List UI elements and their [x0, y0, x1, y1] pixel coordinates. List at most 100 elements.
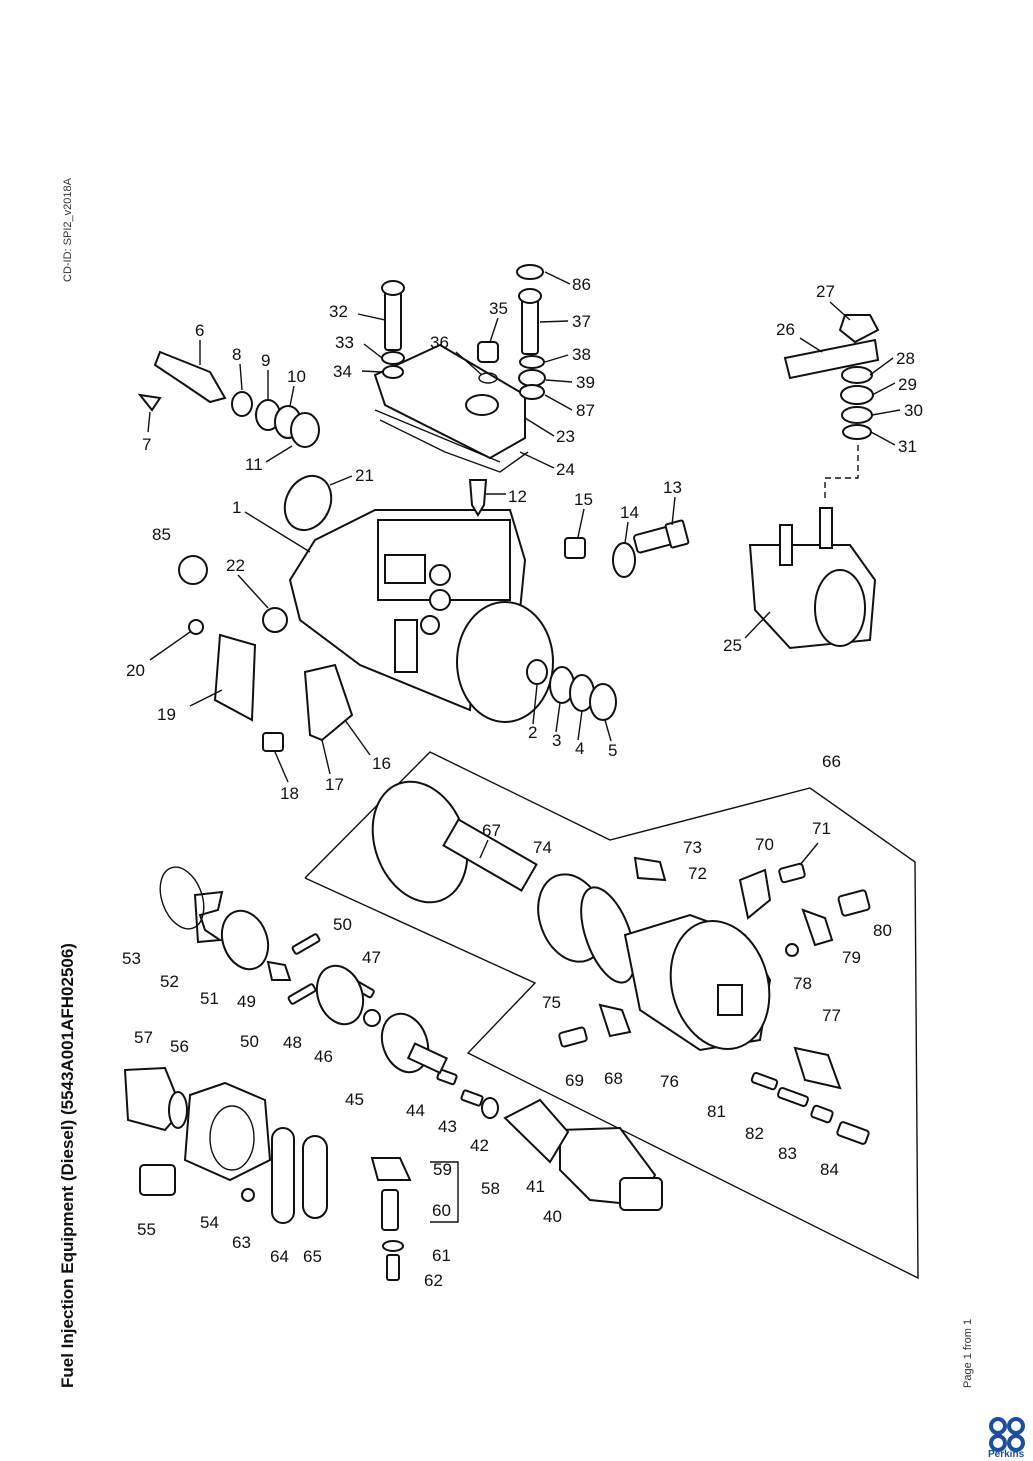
callout-80: 80 — [873, 921, 892, 940]
callout-47: 47 — [362, 948, 381, 967]
callout-5: 5 — [608, 741, 617, 760]
callout-7: 7 — [142, 435, 151, 454]
brand-name: Perkins — [988, 1449, 1025, 1460]
callout-63: 63 — [232, 1233, 251, 1252]
callout-36: 36 — [430, 333, 449, 352]
callout-19: 19 — [157, 705, 176, 724]
callout-29: 29 — [898, 375, 917, 394]
callout-8: 8 — [232, 345, 241, 364]
callout-6: 6 — [195, 321, 204, 340]
callout-50a: 50 — [333, 915, 352, 934]
callout-39: 39 — [576, 373, 595, 392]
callout-labels: 1 2 3 4 5 6 7 8 9 10 11 12 13 14 15 16 1… — [122, 275, 923, 1290]
callout-76: 76 — [660, 1072, 679, 1091]
callout-25: 25 — [723, 636, 742, 655]
callout-30: 30 — [904, 401, 923, 420]
callout-83: 83 — [778, 1144, 797, 1163]
callout-22: 22 — [226, 556, 245, 575]
callout-87: 87 — [576, 401, 595, 420]
callout-79: 79 — [842, 948, 861, 967]
callout-78: 78 — [793, 974, 812, 993]
callout-42: 42 — [470, 1136, 489, 1155]
callout-43: 43 — [438, 1117, 457, 1136]
callout-40: 40 — [543, 1207, 562, 1226]
callout-72: 72 — [688, 864, 707, 883]
callout-62: 62 — [424, 1271, 443, 1290]
callout-34: 34 — [333, 362, 352, 381]
callout-54: 54 — [200, 1213, 219, 1232]
callout-11: 11 — [245, 455, 263, 474]
group-66-outline — [304, 751, 919, 1280]
callout-9: 9 — [261, 351, 270, 370]
callout-49: 49 — [237, 992, 256, 1011]
callout-53: 53 — [122, 949, 141, 968]
callout-21: 21 — [355, 466, 374, 485]
callout-51: 51 — [200, 989, 219, 1008]
callout-50b: 50 — [240, 1032, 259, 1051]
callout-32: 32 — [329, 302, 348, 321]
callout-69: 69 — [565, 1071, 584, 1090]
callout-64: 64 — [270, 1247, 289, 1266]
callout-41: 41 — [526, 1177, 545, 1196]
callout-58: 58 — [481, 1179, 500, 1198]
perkins-logo-icon — [989, 1417, 1025, 1452]
callout-12: 12 — [508, 487, 527, 506]
callout-35: 35 — [489, 299, 508, 318]
callout-1: 1 — [232, 498, 241, 517]
callout-10: 10 — [287, 367, 306, 386]
callout-16: 16 — [372, 754, 391, 773]
callout-15: 15 — [574, 490, 593, 509]
callout-61: 61 — [432, 1246, 451, 1265]
callout-73: 73 — [683, 838, 702, 857]
callout-57: 57 — [134, 1028, 153, 1047]
callout-2: 2 — [528, 723, 537, 742]
callout-31: 31 — [898, 437, 917, 456]
callout-27: 27 — [816, 282, 835, 301]
callout-70: 70 — [755, 835, 774, 854]
callout-23: 23 — [556, 427, 575, 446]
callout-48: 48 — [283, 1033, 302, 1052]
o-ring-21 — [283, 474, 333, 532]
callout-38: 38 — [572, 345, 591, 364]
callout-13: 13 — [663, 478, 682, 497]
callout-3: 3 — [552, 731, 561, 750]
callout-59: 59 — [433, 1160, 452, 1179]
callout-14: 14 — [620, 503, 639, 522]
callout-44: 44 — [406, 1101, 425, 1120]
callout-28: 28 — [896, 349, 915, 368]
callout-56: 56 — [170, 1037, 189, 1056]
callout-65: 65 — [303, 1247, 322, 1266]
callout-24: 24 — [556, 460, 575, 479]
callout-74: 74 — [533, 838, 552, 857]
fitting-6 — [153, 350, 227, 404]
callout-45: 45 — [345, 1090, 364, 1109]
callout-55: 55 — [137, 1220, 156, 1239]
callout-75: 75 — [542, 993, 561, 1012]
callout-26: 26 — [776, 320, 795, 339]
callout-67: 67 — [482, 821, 501, 840]
callout-37: 37 — [572, 312, 591, 331]
callout-33: 33 — [335, 333, 354, 352]
plug-35 — [477, 341, 499, 363]
callout-18: 18 — [280, 784, 299, 803]
cap-86 — [516, 264, 544, 280]
callout-60: 60 — [432, 1201, 451, 1220]
leader-lines — [147, 271, 901, 866]
callout-4: 4 — [575, 739, 584, 758]
callout-17: 17 — [325, 775, 344, 794]
callout-68: 68 — [604, 1069, 623, 1088]
callout-84: 84 — [820, 1160, 839, 1179]
callout-46: 46 — [314, 1047, 333, 1066]
screw-37 — [521, 297, 539, 355]
callout-85: 85 — [152, 525, 171, 544]
callout-52: 52 — [160, 972, 179, 991]
callout-66: 66 — [822, 752, 841, 771]
callout-86: 86 — [572, 275, 591, 294]
callout-77: 77 — [822, 1006, 841, 1025]
callout-71: 71 — [812, 819, 831, 838]
screw-32 — [384, 289, 402, 351]
callout-20: 20 — [126, 661, 145, 680]
callout-81: 81 — [707, 1102, 726, 1121]
